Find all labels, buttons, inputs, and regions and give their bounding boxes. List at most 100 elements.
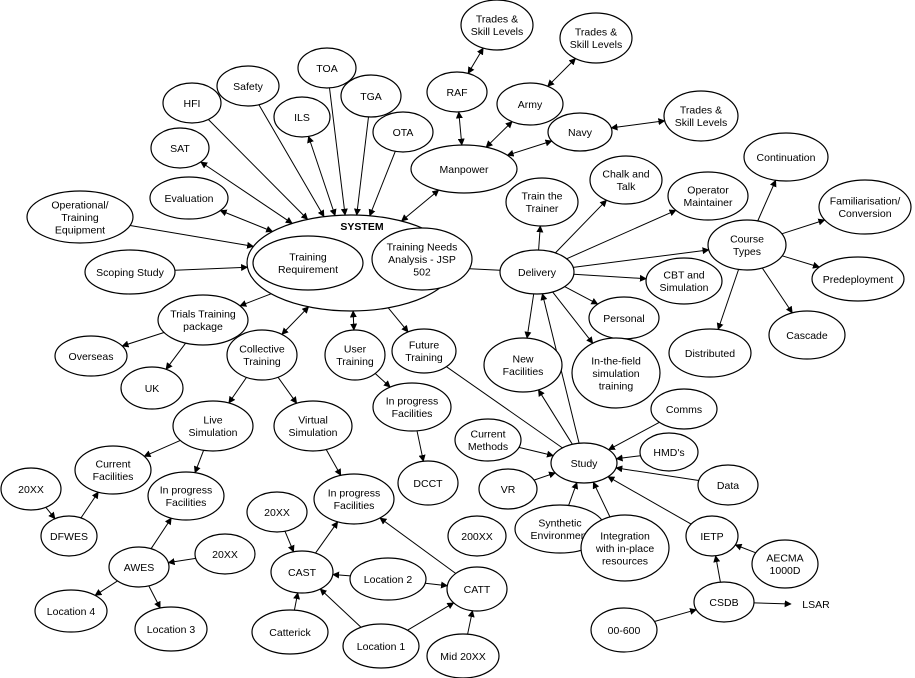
node-ellipse	[108, 546, 170, 588]
node-ellipse	[811, 256, 905, 302]
node-dfwes: DFWES	[40, 515, 98, 557]
node-label: LSAR	[802, 599, 830, 611]
node-navy: Navy	[547, 112, 613, 152]
node-ellipse	[349, 557, 427, 601]
node-label: 20XX	[18, 484, 44, 496]
node-label: Location 3	[147, 624, 196, 636]
connector-scoping-to-SYS	[174, 263, 249, 271]
connector-data-to-study	[615, 465, 699, 481]
node-label: Manpower	[439, 164, 489, 176]
node-label: Distributed	[685, 348, 735, 360]
node-label: VR	[501, 484, 516, 496]
node-cascade: Cascade	[768, 310, 846, 360]
node-label: Facilities	[93, 471, 134, 483]
node-label: Course	[730, 234, 764, 246]
connector-catterick-to-cast	[293, 592, 301, 611]
connector-navy-to-trades-navy	[610, 118, 666, 131]
node-location3: Location 3	[134, 606, 208, 652]
connector-course-types-to-continuation	[757, 179, 777, 222]
node-ellipse	[639, 432, 699, 472]
node-label: Familiarisation/	[830, 196, 901, 208]
node-label: In progress	[386, 396, 439, 408]
node-std-00-600: 00-600	[590, 607, 658, 653]
node-label: Environment	[531, 530, 590, 542]
node-label: Operator	[687, 185, 729, 197]
node-ellipse	[580, 514, 670, 582]
node-hmds: HMD's	[639, 432, 699, 472]
connector-delivery-to-personal	[564, 286, 599, 305]
node-ellipse	[194, 533, 256, 575]
node-cast: CAST	[270, 550, 334, 594]
node-label: with in-place	[595, 543, 655, 555]
node-ellipse	[270, 550, 334, 594]
node-label: Requirement	[278, 264, 338, 276]
node-label: Simulation	[288, 427, 337, 439]
node-label: UK	[145, 383, 160, 395]
node-label: Facilities	[392, 408, 433, 420]
node-ellipse	[547, 112, 613, 152]
node-ellipse	[668, 328, 752, 378]
node-safety: Safety	[216, 65, 280, 107]
node-label: AECMA	[766, 553, 803, 565]
node-ellipse	[273, 400, 353, 452]
node-label: Current	[470, 429, 505, 441]
node-yr-200xx: 200XX	[447, 515, 507, 557]
node-label: Facilities	[503, 366, 544, 378]
connector-delivery-to-in-field	[552, 291, 594, 344]
node-label: Mid 20XX	[440, 651, 486, 663]
node-ellipse	[559, 12, 633, 64]
node-label: Operational/	[51, 199, 108, 211]
node-label: CBT and	[663, 270, 704, 282]
node-label: Simulation	[188, 427, 237, 439]
node-ellipse	[74, 445, 152, 495]
connector-SYS-to-user-training	[349, 310, 358, 331]
node-tga: TGA	[340, 74, 402, 118]
node-label: CATT	[464, 584, 491, 596]
node-predeployment: Predeployment	[811, 256, 905, 302]
connector-navy-to-manpower	[506, 139, 553, 157]
node-ellipse	[818, 179, 912, 235]
connector-delivery-to-cbt	[573, 273, 647, 282]
node-label: Equipment	[55, 224, 105, 236]
node-label: Trades &	[575, 27, 617, 39]
node-label: Training Needs	[387, 241, 458, 253]
connector-cast-to-in-progress-virtual	[315, 521, 339, 554]
node-ellipse	[505, 177, 579, 227]
node-label: AWES	[124, 562, 155, 574]
node-label: Data	[717, 480, 739, 492]
node-ellipse	[483, 337, 563, 393]
node-ellipse	[340, 74, 402, 118]
connector-trades-raf-to-raf	[467, 47, 484, 75]
node-label: Comms	[666, 404, 702, 416]
node-ellipse	[371, 227, 473, 291]
connector-yr-20xx-b-to-cast	[284, 531, 295, 553]
node-label: RAF	[447, 87, 468, 99]
node-ellipse	[550, 442, 618, 484]
connector-yr-20xx-c-to-awes	[167, 557, 196, 566]
node-trades-army: Trades &Skill Levels	[559, 12, 633, 64]
node-label: In-the-field	[591, 355, 641, 367]
node-ellipse	[252, 235, 364, 291]
connector-std-00-600-to-csdb	[654, 608, 697, 622]
node-label: Army	[518, 99, 543, 111]
connector-course-types-to-distributed	[716, 269, 740, 331]
node-label: Continuation	[757, 152, 816, 164]
node-ellipse	[499, 249, 575, 295]
node-ellipse	[150, 127, 210, 169]
node-yr-20xx-a: 20XX	[0, 467, 62, 511]
node-label: DFWES	[50, 531, 88, 543]
node-label: Trainer	[526, 203, 559, 215]
connector-trials-to-uk	[165, 342, 187, 370]
connector-virtual-sim-to-in-progress-virtual	[325, 449, 342, 477]
node-study: Study	[550, 442, 618, 484]
node-label: In progress	[160, 485, 213, 497]
node-label: Skill Levels	[675, 117, 728, 129]
